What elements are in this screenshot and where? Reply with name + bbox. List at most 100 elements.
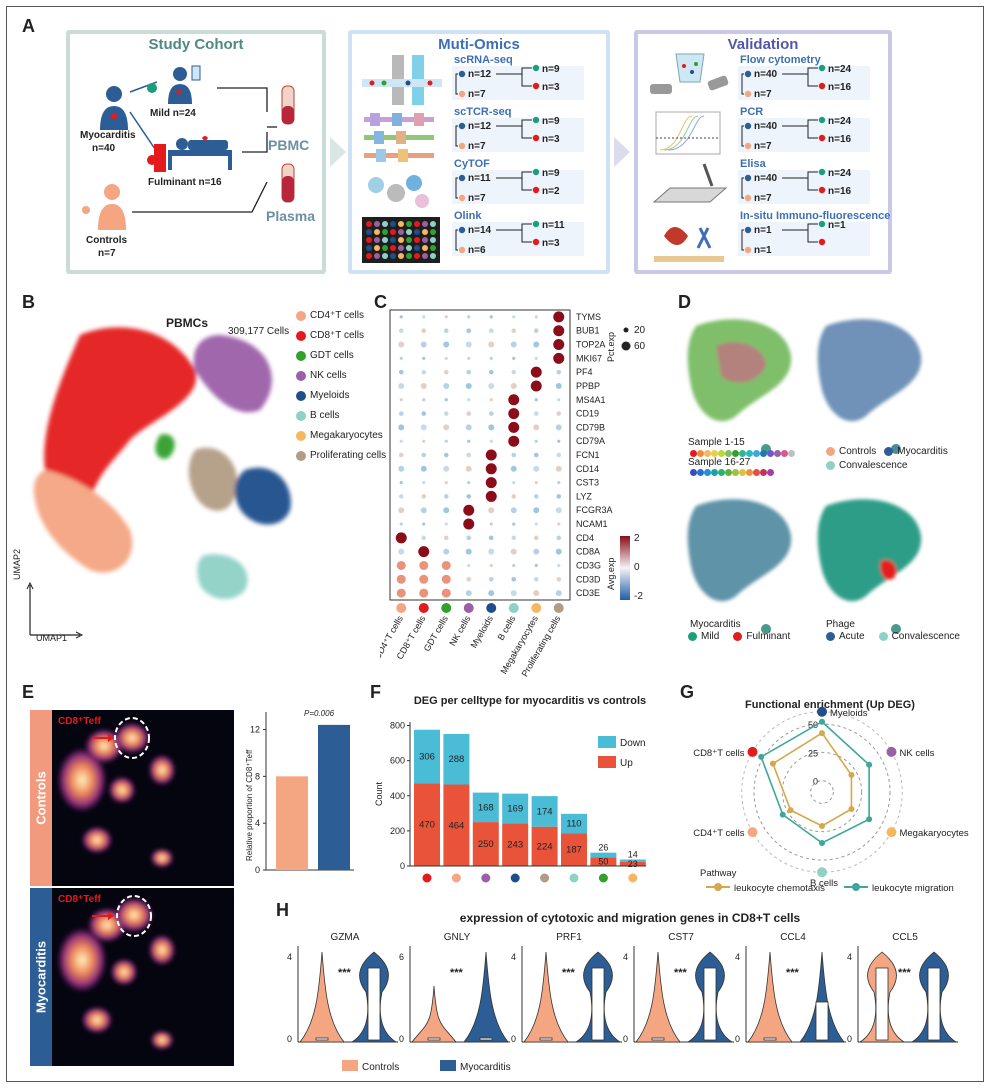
n-fulminant: n=3 <box>542 134 560 145</box>
sample-dot <box>753 450 760 457</box>
study-cohort-box: Study Cohort <box>66 30 326 274</box>
gene-title: PRF1 <box>556 932 582 943</box>
legend-label: GDT cells <box>310 350 354 361</box>
panel-label-g: G <box>680 682 695 702</box>
y-tick-label: 0 <box>847 1034 852 1044</box>
plate-well <box>406 221 412 227</box>
n-fulminant: n=3 <box>542 238 560 249</box>
myocarditis-side-bar <box>30 888 52 1066</box>
down-value-label: 14 <box>628 850 638 860</box>
mild-dot <box>532 116 540 124</box>
sample-dot <box>732 450 739 457</box>
category-dot <box>597 872 609 884</box>
control-dot <box>458 142 466 150</box>
dot-mark <box>419 560 429 570</box>
n-mild: n=9 <box>542 116 560 127</box>
dot-mark <box>488 507 495 514</box>
dot-mark <box>488 411 494 416</box>
down-value-label: 174 <box>537 806 553 817</box>
dot-mark <box>485 463 497 475</box>
up-value-label: 50 <box>598 857 608 867</box>
dot-mark <box>443 424 450 431</box>
n-top: n=12 <box>468 121 492 132</box>
cohort-dot <box>458 174 466 182</box>
axis-dot <box>747 746 758 757</box>
dot-mark <box>399 315 403 319</box>
sample-dot <box>690 450 697 457</box>
sample-dot <box>739 469 746 476</box>
sample-dot <box>704 450 711 457</box>
box-mark <box>927 967 941 1041</box>
y-tick-label: 0 <box>735 1034 740 1044</box>
sample-dot <box>704 469 711 476</box>
gene-title: CCL5 <box>892 932 918 943</box>
assay-name: In-situ Immuno-fluorescence <box>740 210 891 222</box>
legend-dot <box>296 431 306 441</box>
dot-mark <box>443 411 449 416</box>
size-legend-value: 20 <box>634 325 646 336</box>
bar-up <box>590 857 617 866</box>
gene-title: GNLY <box>444 932 471 943</box>
sample-dot <box>767 450 774 457</box>
dot-mark <box>398 494 404 499</box>
sample-dot <box>718 450 725 457</box>
violin-shape <box>747 951 793 1043</box>
legend-point <box>852 883 860 891</box>
dot-mark <box>511 452 517 458</box>
legend-label: Proliferating cells <box>310 450 387 461</box>
chart-title: DEG per celltype for myocarditis vs cont… <box>414 695 646 707</box>
dot-mark <box>422 398 426 402</box>
gene-label: CD79A <box>576 436 605 446</box>
y-tick-label: 0 <box>623 1034 628 1044</box>
gene-label: TYMS <box>576 312 601 322</box>
plate-well <box>374 253 380 259</box>
legend-label: CD4⁺T cells <box>310 310 364 321</box>
radar-point <box>779 811 786 818</box>
dot-mark <box>467 439 471 443</box>
dot-mark <box>488 548 495 555</box>
dot-mark <box>422 522 426 526</box>
arrow-chevron-icon <box>614 137 630 167</box>
dot-mark <box>399 522 403 526</box>
dot-mark <box>510 548 517 555</box>
bar-down <box>561 813 587 834</box>
cohort-diagram <box>82 65 295 230</box>
plate-well <box>390 253 396 259</box>
sample-dot <box>711 450 718 457</box>
legend-swatch-myocarditis <box>440 1060 456 1071</box>
teff-label-myocarditis: CD8⁺Teff <box>58 894 101 905</box>
y-tick-label: 4 <box>847 952 852 962</box>
dot-mark <box>555 507 562 514</box>
legend-dot <box>826 632 835 641</box>
tick-label: 50 <box>808 720 818 730</box>
dot-mark <box>489 315 493 319</box>
controls-label: Controls <box>86 235 128 246</box>
y-tick-label: 0 <box>511 1034 516 1044</box>
mild-dot <box>532 168 540 176</box>
dot-mark <box>512 356 516 360</box>
fulminant-dot <box>818 134 826 142</box>
severity-legend: Mild Fulminant <box>688 631 790 642</box>
bar-mark <box>276 776 308 870</box>
y-tick-label: 0 <box>287 1034 292 1044</box>
plate-well <box>366 229 372 235</box>
dot-mark <box>555 465 562 472</box>
dot-mark <box>443 465 450 472</box>
myocarditis-side-label: Myocarditis <box>33 940 49 1014</box>
bar-up <box>531 826 558 866</box>
y-tick-label: 4 <box>287 952 292 962</box>
sample-1-15-label: Sample 1-15 <box>688 437 745 448</box>
mild-dot <box>532 64 540 72</box>
bracket-split <box>782 67 818 87</box>
dot-mark <box>553 339 565 351</box>
dot-mark <box>466 535 472 541</box>
dot-mark <box>511 369 517 375</box>
controls-side-bar <box>30 710 52 886</box>
dot-mark <box>557 439 561 443</box>
dot-mark <box>556 494 562 499</box>
mild-dot <box>818 116 826 124</box>
sample-dot <box>718 469 725 476</box>
dot-mark <box>511 328 517 334</box>
n-mild: n=24 <box>828 168 852 179</box>
